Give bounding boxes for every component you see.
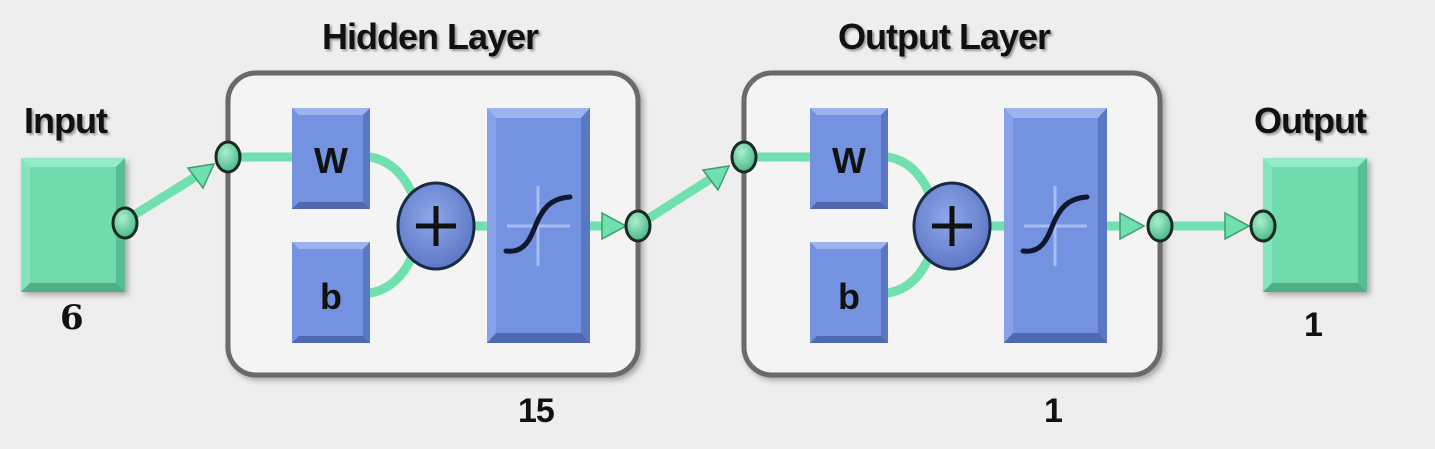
- output-weight-label: W: [832, 140, 866, 181]
- hidden-input-node: [214, 140, 242, 174]
- output-bias-block: [810, 242, 888, 343]
- arrow-icon: [1224, 211, 1251, 241]
- output-bias-label: b: [838, 276, 860, 317]
- output-label: Output: [1254, 100, 1367, 141]
- input-label: Input: [24, 100, 108, 141]
- sigmoid-icon: [503, 194, 573, 254]
- arrow-icon: [186, 163, 216, 190]
- input-size-label: 6: [60, 298, 84, 338]
- output-layer-output-node: [1146, 209, 1174, 243]
- hidden-transfer-block: [487, 108, 590, 343]
- output-layer-title: Output Layer: [838, 16, 1051, 57]
- hidden-output-node: [624, 209, 652, 243]
- output-layer-input-node: [730, 140, 758, 174]
- hidden-to-output-connector: [638, 171, 720, 227]
- output-layer-size: 1: [1044, 392, 1063, 430]
- plus-icon: [932, 206, 972, 246]
- output-block: [1263, 158, 1367, 292]
- hidden-weight-block: [292, 108, 370, 209]
- output-transfer-block: [1004, 108, 1107, 343]
- output-weight-block: [810, 108, 888, 209]
- arrow-icon: [701, 165, 731, 192]
- arrow-icon: [1119, 211, 1146, 241]
- plus-icon: [416, 206, 456, 246]
- output-size-label: 1: [1304, 306, 1323, 344]
- hidden-bias-label: b: [320, 276, 342, 317]
- input-to-hidden-connector: [121, 169, 205, 225]
- output-port-node: [1249, 209, 1277, 243]
- input-port-node: [111, 206, 139, 240]
- hidden-layer-title: Hidden Layer: [322, 16, 539, 57]
- hidden-bias-block: [292, 242, 370, 343]
- input-block: [21, 158, 125, 292]
- sigmoid-icon: [1020, 194, 1090, 254]
- hidden-weight-label: W: [314, 140, 348, 181]
- arrow-icon: [601, 211, 628, 241]
- hidden-layer-size: 15: [518, 392, 555, 430]
